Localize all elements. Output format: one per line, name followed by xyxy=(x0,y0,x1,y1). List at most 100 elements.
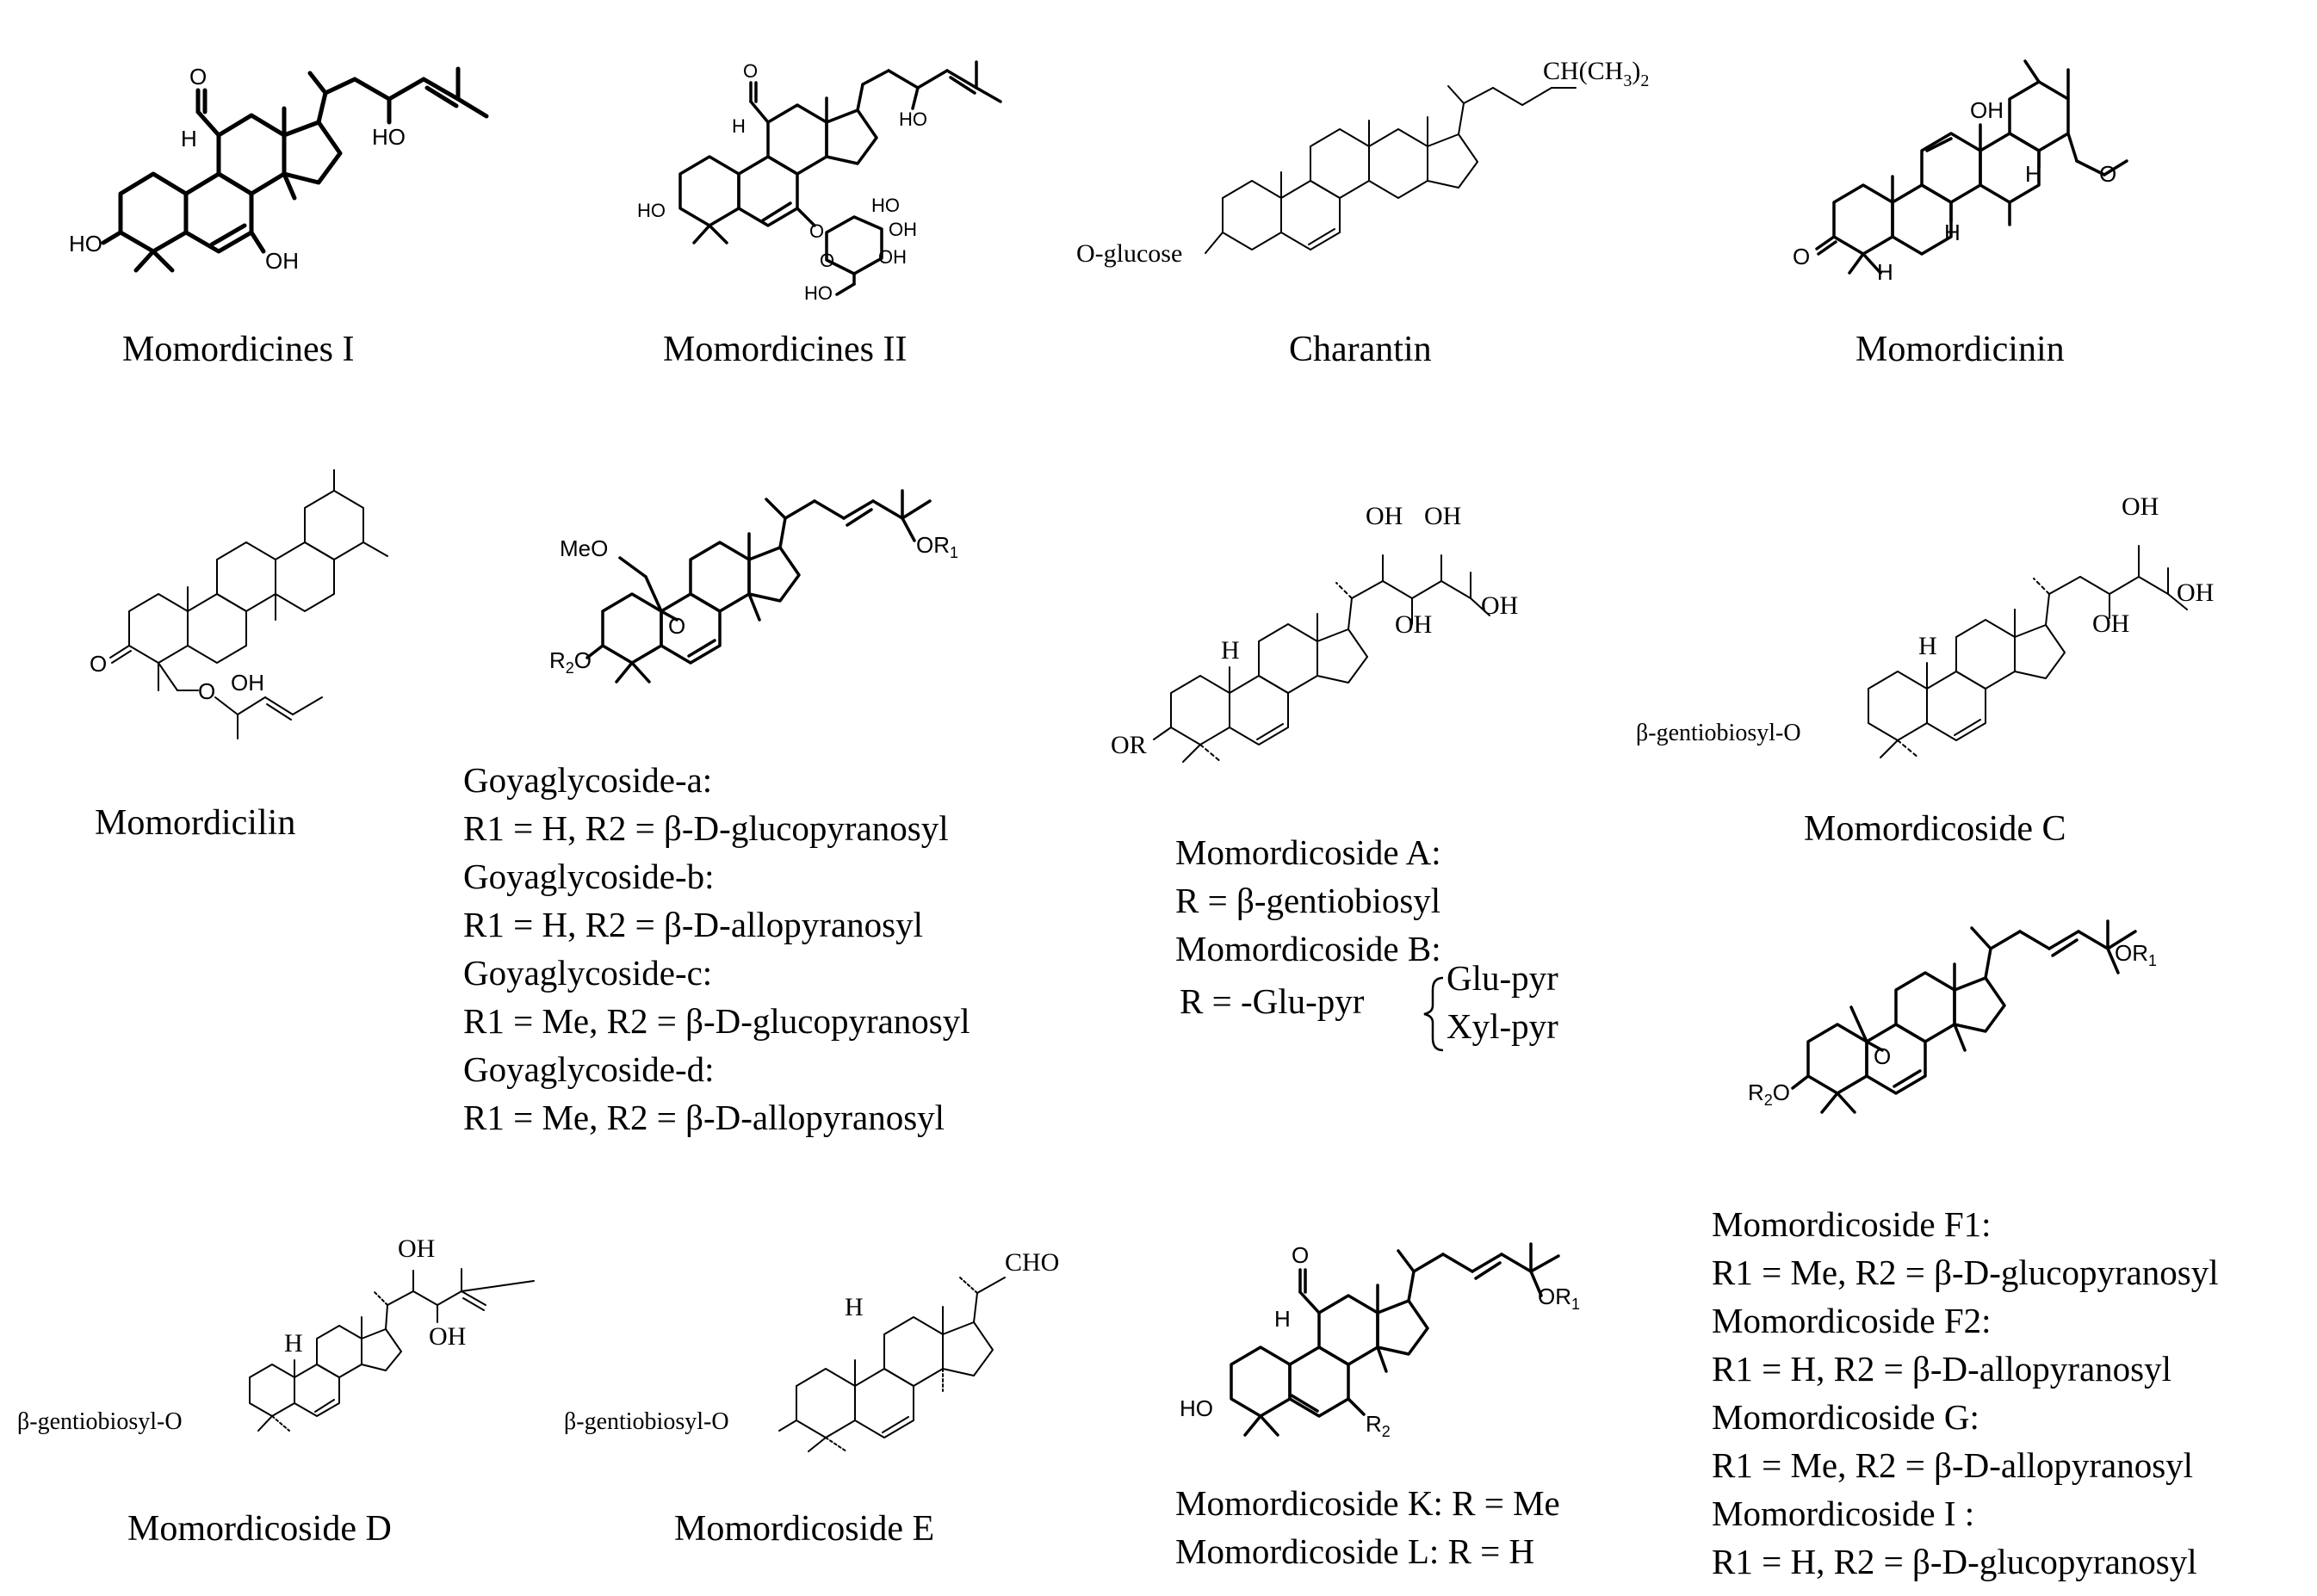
goyaglycoside-ring-o: O xyxy=(668,613,685,639)
momordicines-2-ho-sidechain: HO xyxy=(899,108,927,130)
momordicoside-ab-oh-1: OH xyxy=(1366,502,1403,530)
momordicoside-f-r2o: R2O xyxy=(1748,1079,1790,1109)
momordicoside-kl-structure: O H HO R2 OR1 xyxy=(1180,1242,1580,1440)
momordicoside-b-branch: Glu-pyr xyxy=(1447,958,1558,998)
momordicines-1-oh-7: OH xyxy=(265,248,299,274)
goyaglycoside-line: Goyaglycoside-c: xyxy=(463,953,713,993)
momordicoside-c-oh-3: OH xyxy=(2177,578,2214,607)
momordicoside-f-line: Momordicoside G: xyxy=(1712,1397,1979,1437)
momordicoside-e-cho: CHO xyxy=(1005,1248,1059,1277)
momordicoside-b-branch-bracket xyxy=(1423,976,1444,1052)
momordicoside-b-r-prefix: R = -Glu-pyr xyxy=(1180,981,1365,1021)
momordicines-2-ho-sugar-1: HO xyxy=(871,195,900,216)
momordicoside-ab-structure: OH OH OH OH H OR xyxy=(1111,502,1518,763)
momordicinin-structure: OH O H H H O xyxy=(1793,59,2128,285)
momordicinin-oh: OH xyxy=(1970,97,2004,123)
momordicines-2-structure: O H HO HO O O HO OH OH HO xyxy=(637,60,1002,304)
momordicoside-b-branch: Xyl-pyr xyxy=(1447,1006,1558,1046)
momordicoside-kl-h: H xyxy=(1274,1306,1291,1332)
goyaglycoside-or1: OR1 xyxy=(916,532,958,561)
momordicoside-f-line: R1 = H, R2 = β-D-glucopyranosyl xyxy=(1712,1542,2197,1581)
momordicilin-oh: OH xyxy=(231,670,264,696)
momordicines-1-label: Momordicines I xyxy=(122,330,355,369)
momordicines-2-o-ring: O xyxy=(820,250,834,271)
charantin-o-glucose: O-glucose xyxy=(1076,239,1182,268)
momordicines-2-aldehyde-o: O xyxy=(743,60,758,82)
momordicoside-ab-oh-4: OH xyxy=(1481,591,1518,620)
momordicoside-kl-aldehyde-o: O xyxy=(1292,1242,1309,1268)
goyaglycoside-r2o: R2O xyxy=(549,647,592,677)
momordicoside-f-or1: OR1 xyxy=(2115,940,2157,969)
charantin-label: Charantin xyxy=(1289,330,1432,369)
momordicoside-kl-line: Momordicoside L: R = H xyxy=(1175,1531,1535,1571)
goyaglycoside-legend: Goyaglycoside-a: R1 = H, R2 = β-D-glucop… xyxy=(463,756,970,1141)
momordicoside-f-legend: Momordicoside F1: R1 = Me, R2 = β-D-gluc… xyxy=(1712,1200,2219,1586)
momordicoside-ab-oh-2: OH xyxy=(1424,502,1461,530)
goyaglycoside-line: R1 = Me, R2 = β-D-allopyranosyl xyxy=(463,1098,945,1137)
momordicines-2-o-glycosidic: O xyxy=(809,220,824,242)
momordicoside-e-structure: CHO H β-gentiobiosyl-O xyxy=(564,1248,1059,1452)
momordicoside-d-structure: OH OH H β-gentiobiosyl-O xyxy=(17,1234,535,1435)
momordicines-2-ho-3: HO xyxy=(637,200,666,221)
momordicines-1-ho-3: HO xyxy=(69,231,102,257)
goyaglycoside-line: Goyaglycoside-b: xyxy=(463,857,715,896)
goyaglycoside-line: Goyaglycoside-a: xyxy=(463,760,713,800)
momordicoside-d-substituent: β-gentiobiosyl-O xyxy=(17,1408,183,1435)
momordicoside-c-oh-2: OH xyxy=(2092,609,2129,638)
momordicoside-e-substituent: β-gentiobiosyl-O xyxy=(564,1408,729,1435)
momordicoside-d-oh-2: OH xyxy=(429,1322,466,1351)
momordicines-2-h: H xyxy=(732,115,746,137)
momordicoside-c-structure: OH OH OH H β-gentiobiosyl-O xyxy=(1636,492,2214,758)
momordicoside-e-label: Momordicoside E xyxy=(674,1509,935,1549)
momordicoside-c-h: H xyxy=(1918,632,1937,660)
momordicines-2-label: Momordicines II xyxy=(663,330,908,369)
momordicoside-b-branches: Glu-pyr Xyl-pyr xyxy=(1447,954,1558,1050)
momordicoside-kl-line: Momordicoside K: R = Me xyxy=(1175,1483,1560,1523)
momordicines-1-h: H xyxy=(181,126,197,152)
momordicinin-ether-o: O xyxy=(2099,161,2116,187)
momordicoside-ab-legend: Momordicoside A: R = β-gentiobiosyl Momo… xyxy=(1175,828,1441,973)
goyaglycoside-line: R1 = H, R2 = β-D-allopyranosyl xyxy=(463,905,924,944)
charantin-structure: O-glucose CH(CH3)2 xyxy=(1076,57,1649,268)
momordicoside-ab-line: Momordicoside B: xyxy=(1175,929,1441,968)
momordicinin-h-2: H xyxy=(2025,161,2041,187)
momordicoside-e-h: H xyxy=(845,1293,864,1321)
momordicoside-ab-oh-3: OH xyxy=(1395,610,1432,639)
momordicines-2-oh-sugar-3: OH xyxy=(878,246,907,268)
momordicoside-c-substituent: β-gentiobiosyl-O xyxy=(1636,720,1801,746)
momordicoside-d-oh-1: OH xyxy=(398,1234,435,1263)
momordicinin-h-1: H xyxy=(1944,220,1961,245)
momordicilin-structure: O O OH xyxy=(90,469,388,739)
momordicinin-h-3: H xyxy=(1877,259,1893,285)
momordicinin-label: Momordicinin xyxy=(1855,330,2065,369)
momordicines-1-structure: O H HO HO OH xyxy=(69,64,489,274)
momordicinin-ketone-o: O xyxy=(1793,244,1810,269)
momordicoside-kl-r2: R2 xyxy=(1366,1411,1391,1440)
momordicoside-kl-or1: OR1 xyxy=(1538,1284,1580,1313)
momordicilin-ketone-o: O xyxy=(90,651,107,677)
momordicines-1-aldehyde-o: O xyxy=(189,64,207,90)
momordicoside-d-h: H xyxy=(284,1329,303,1358)
momordicoside-f-line: Momordicoside F1: xyxy=(1712,1204,1992,1244)
momordicilin-label: Momordicilin xyxy=(95,803,296,843)
momordicoside-f-ring-o: O xyxy=(1874,1043,1891,1069)
momordicoside-kl-ho: HO xyxy=(1180,1395,1213,1421)
momordicoside-ab-line: Momordicoside A: xyxy=(1175,832,1441,872)
momordicoside-f-line: R1 = H, R2 = β-D-allopyranosyl xyxy=(1712,1349,2172,1389)
momordicoside-d-label: Momordicoside D xyxy=(127,1509,392,1549)
goyaglycoside-meo: MeO xyxy=(560,535,608,561)
momordicoside-f-structure: O R2O OR1 xyxy=(1748,919,2157,1114)
momordicoside-ab-line: R = β-gentiobiosyl xyxy=(1175,881,1441,920)
momordicoside-c-label: Momordicoside C xyxy=(1804,809,2066,849)
momordicines-2-ho-sugar-4: HO xyxy=(804,282,833,304)
momordicoside-c-oh-1: OH xyxy=(2122,492,2159,521)
momordicoside-ab-or: OR xyxy=(1111,731,1147,759)
momordicilin-ether-o: O xyxy=(198,678,215,704)
momordicoside-ab-h: H xyxy=(1221,636,1240,665)
goyaglycoside-line: Goyaglycoside-d: xyxy=(463,1049,715,1089)
momordicoside-kl-legend: Momordicoside K: R = Me Momordicoside L:… xyxy=(1175,1479,1560,1575)
momordicines-2-oh-sugar-2: OH xyxy=(889,219,917,240)
momordicoside-f-line: Momordicoside I : xyxy=(1712,1494,1975,1533)
momordicoside-f-line: R1 = Me, R2 = β-D-glucopyranosyl xyxy=(1712,1253,2219,1292)
goyaglycoside-line: R1 = H, R2 = β-D-glucopyranosyl xyxy=(463,808,949,848)
